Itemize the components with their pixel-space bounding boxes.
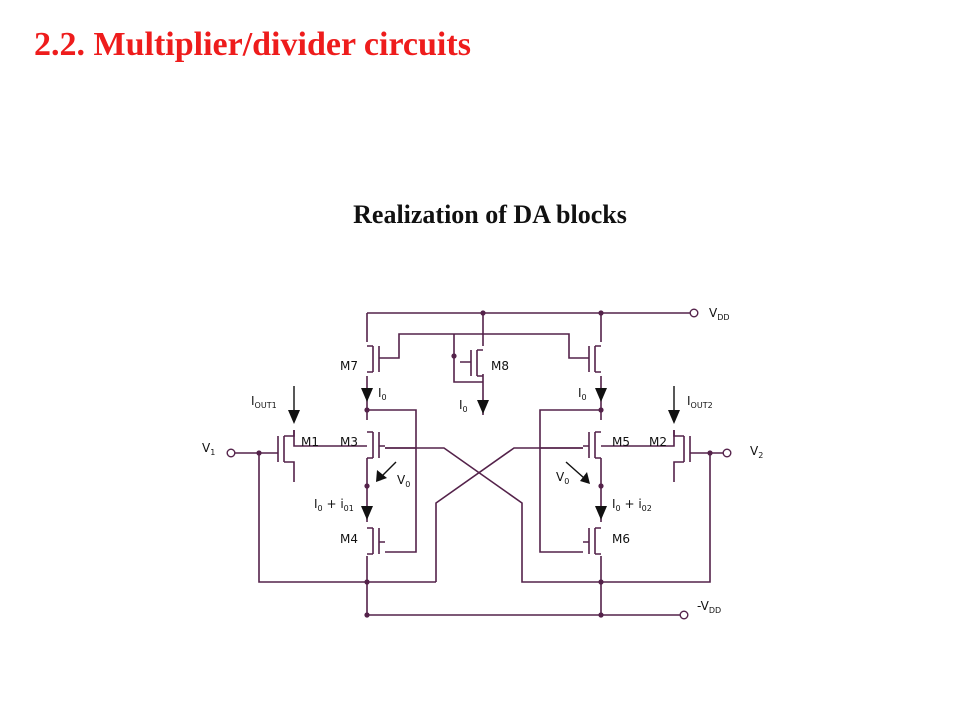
transistor-m2 (673, 430, 691, 482)
diagram-subtitle: Realization of DA blocks (353, 200, 627, 229)
i0-mid-label: I0 (459, 398, 468, 414)
transistor-m3 (367, 431, 385, 459)
transistor-m5 (583, 431, 601, 459)
v2-label: V2 (750, 444, 763, 460)
transistor-m4 (367, 527, 385, 555)
label-m4: M4 (340, 532, 358, 546)
transistor-m1 (277, 430, 295, 482)
label-m6: M6 (612, 532, 630, 546)
i0-right-label: I0 (578, 386, 587, 402)
label-m7: M7 (340, 359, 358, 373)
transistor-m7 (367, 345, 385, 373)
neg-vdd-label: -VDD (697, 599, 721, 615)
label-m1: M1 (301, 435, 319, 449)
neg-vdd-rail (367, 610, 689, 620)
transistor-m6 (583, 527, 601, 555)
sum-left-label: I0 + i01 (314, 497, 354, 513)
iout1-label: IOUT1 (251, 394, 277, 410)
label-m8: M8 (491, 359, 509, 373)
bias-wiring (385, 313, 583, 415)
vo-left-label: V0 (397, 473, 410, 489)
current-arrows (288, 386, 680, 520)
label-m2: M2 (649, 435, 667, 449)
junction-dots (256, 310, 713, 618)
vdd-rail (367, 308, 699, 318)
transistor-m5-top (583, 345, 601, 373)
i0-left-label: I0 (378, 386, 387, 402)
sum-right-label: I0 + i02 (612, 497, 652, 513)
cross-coupling-wires (385, 447, 711, 583)
vo-right-label: V0 (556, 470, 569, 486)
slide-title: 2.2. Multiplier/divider circuits (34, 26, 471, 63)
label-m5: M5 (612, 435, 630, 449)
vdd-label: VDD (709, 306, 730, 322)
iout2-label: IOUT2 (687, 394, 713, 410)
v1-label: V1 (202, 441, 215, 457)
transistor-m8 (460, 349, 483, 377)
label-m3: M3 (340, 435, 358, 449)
